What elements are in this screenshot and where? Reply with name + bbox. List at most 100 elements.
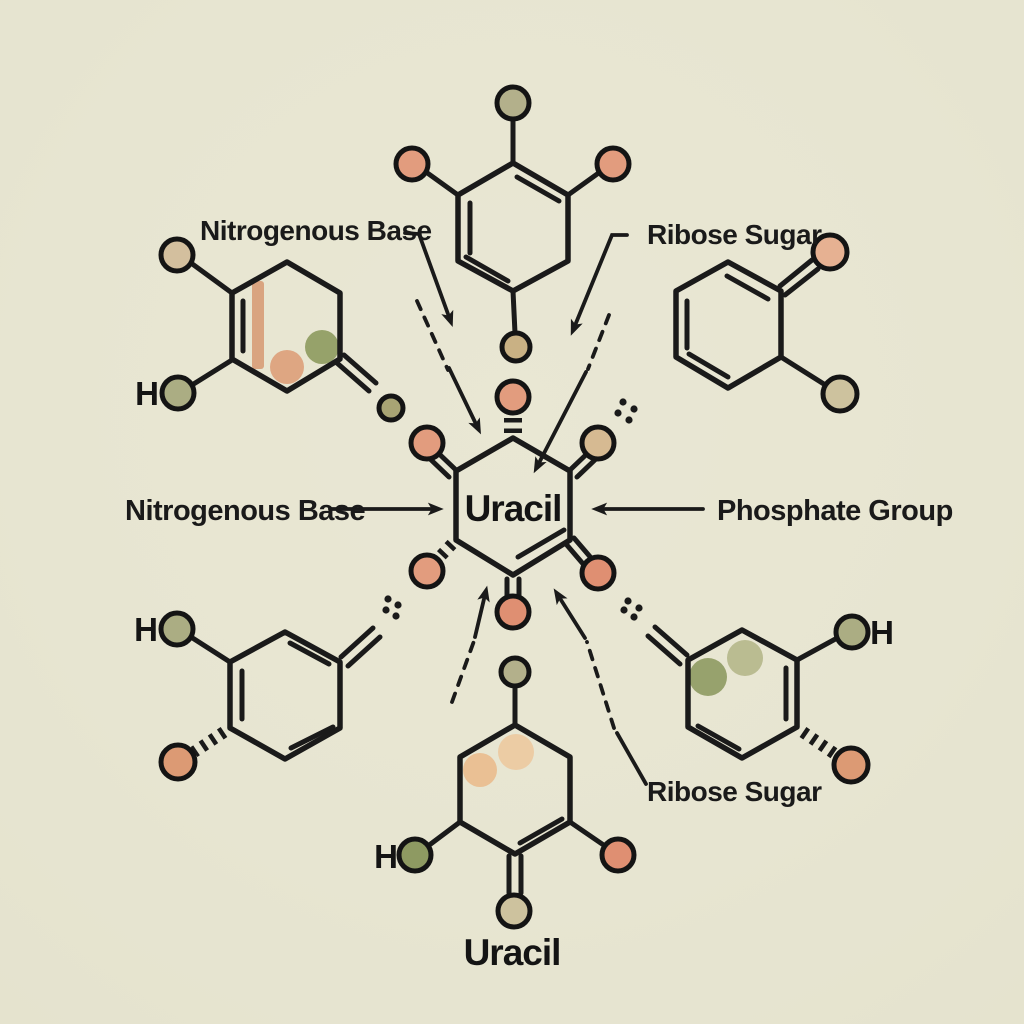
atom-salmon: [393, 145, 431, 183]
bond: [567, 819, 608, 849]
blob-green: [689, 658, 727, 696]
atom-salmon: [594, 145, 632, 183]
bond: [425, 819, 463, 849]
atom-salmon: [408, 552, 446, 590]
blob-orange: [270, 350, 304, 384]
hydroxyl-h-label: H: [374, 838, 398, 875]
atom-salmon: [831, 745, 871, 785]
atom-salmon: [158, 742, 198, 782]
bond: [188, 260, 235, 296]
double-bond-inner: [514, 174, 562, 204]
bond: [423, 169, 461, 198]
dot-cluster-bottom-right: [620, 597, 643, 621]
rust-stripe: [252, 281, 264, 369]
exocyclic-double: [782, 266, 821, 298]
atom-olive: [494, 84, 532, 122]
center-molecule-name: Uracil: [465, 488, 562, 529]
atom-tan: [158, 236, 196, 274]
bond: [510, 288, 518, 336]
label-ribose-sugar-bottom: Ribose Sugar: [647, 776, 822, 807]
atom-salmon: [599, 836, 637, 874]
arrow-bottom-right-dash: [585, 640, 616, 730]
exocyclic-double: [777, 257, 815, 289]
atom-olive: [498, 655, 532, 689]
stem-bond: [563, 541, 587, 568]
arrow-bottom-left-dash: [450, 639, 476, 704]
dot-cluster-right: [614, 398, 638, 424]
bond: [565, 169, 603, 198]
uracil-center-structure: Uracil: [408, 378, 617, 631]
exocyclic-double: [338, 625, 376, 660]
double-bond-inner: [724, 273, 771, 302]
dot-cluster-bottom-left: [382, 595, 402, 620]
double-bond-inner: [288, 724, 336, 751]
double-bond-inner: [517, 816, 565, 846]
label-phosphate-group-right: Phosphate Group: [717, 495, 953, 527]
hexagon-ring: [229, 259, 343, 394]
atom-khaki: [820, 374, 860, 414]
arrow-bottom-right: [553, 588, 587, 640]
arrow-bottom-left: [473, 585, 490, 639]
bottom-caption: Uracil: [464, 932, 561, 973]
blob-peach-light: [498, 734, 534, 770]
blob-green: [305, 330, 339, 364]
label-nitrogenous-base-top: Nitrogenous Base: [200, 215, 432, 246]
top-right-ring-structure: [673, 232, 860, 414]
atom-khaki: [499, 330, 533, 364]
double-bond-inner: [686, 351, 731, 380]
hexagon-ring: [685, 627, 800, 761]
hydroxyl-h-label: H: [134, 611, 158, 648]
arrow-top-right-b: [533, 370, 588, 474]
hexagon-ring: [457, 722, 573, 857]
hexagon-ring: [453, 435, 573, 578]
atom-salmon: [494, 378, 532, 416]
exocyclic-double: [341, 352, 379, 386]
stem-bond: [571, 535, 595, 562]
arrow-top-right-a: [570, 233, 629, 336]
bottom-left-ring-structure: H: [134, 610, 383, 782]
hexagon-ring: [455, 160, 571, 294]
annotation-arrows: [328, 231, 705, 786]
arrow-top-left-b: [447, 366, 481, 435]
atom-salmon: [579, 554, 617, 592]
atom-tan: [579, 424, 617, 462]
blob-peach: [463, 753, 497, 787]
arrow-top-right-dash: [586, 313, 611, 371]
atom-salmon: [494, 593, 532, 631]
blob-green-light: [727, 640, 763, 676]
bottom-uracil-structure: H Uracil: [374, 655, 637, 973]
double-bond-inner: [287, 640, 332, 667]
atom-khaki: [495, 892, 533, 930]
atom-salmon: [408, 424, 446, 462]
atom-hydroxyl-o: [396, 836, 434, 874]
exocyclic-double: [345, 634, 383, 669]
exocyclic-double: [645, 633, 683, 667]
hydroxyl-h-label: H: [870, 614, 894, 651]
label-nitrogenous-base-left: Nitrogenous Base: [125, 495, 366, 527]
hydroxyl-h-label: H: [135, 375, 159, 412]
bond: [189, 357, 235, 388]
top-benzene-structure: [393, 84, 632, 364]
bottom-right-ring-structure: H: [645, 613, 894, 785]
exocyclic-double: [334, 360, 372, 394]
atom-hydroxyl-o: [833, 613, 871, 651]
arrow-bottom-right-tail: [615, 731, 648, 786]
double-bond-inner: [463, 254, 511, 284]
top-left-ring-structure: H: [135, 236, 379, 412]
bond: [188, 634, 233, 665]
atom-peach: [810, 232, 850, 272]
double-bond-inner: [695, 723, 742, 752]
hexagon-ring: [227, 629, 343, 762]
double-bond-inner: [515, 527, 567, 560]
arrow-top-left-a: [403, 231, 454, 327]
bond: [778, 354, 830, 389]
hexagon-ring: [673, 259, 784, 391]
arrow-top-left-dash: [415, 299, 450, 372]
atom-hydroxyl-o: [158, 610, 196, 648]
atom-hydroxyl-o: [159, 374, 197, 412]
bond: [794, 634, 842, 663]
exocyclic-double: [652, 624, 690, 658]
lone-olive-dot: [376, 393, 406, 423]
